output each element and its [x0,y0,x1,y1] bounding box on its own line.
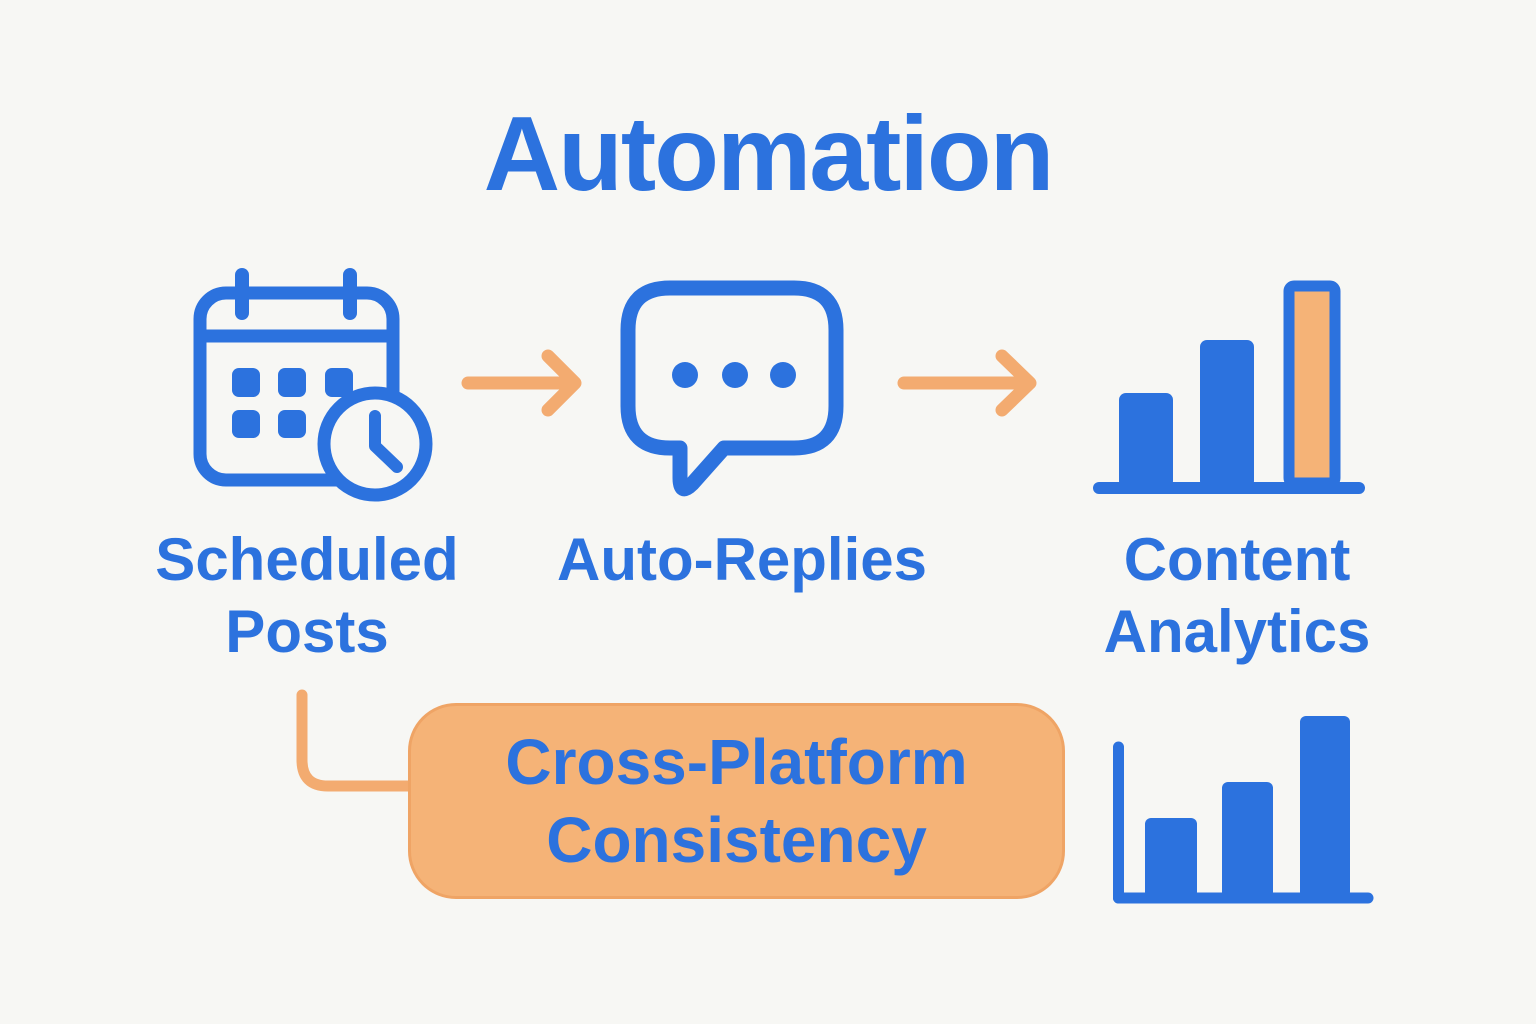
bar-chart-highlight-icon [1093,280,1365,494]
arrow-right-icon [897,349,1037,417]
page-title: Automation [483,95,1055,213]
banner-label: Cross-Platform Consistency [505,726,968,876]
arrow-right-icon [461,349,582,417]
bar-chart-axes-icon [1113,716,1374,904]
node-label-content-analytics: Content Analytics [1103,526,1371,665]
chat-bubble-icon [620,280,844,497]
node-label-scheduled-posts: Scheduled Posts [155,526,459,665]
node-label-auto-replies: Auto-Replies [556,526,928,593]
calendar-clock-icon [193,268,433,502]
cross-platform-banner: Cross-Platform Consistency [408,703,1065,899]
elbow-connector-line [296,689,418,792]
